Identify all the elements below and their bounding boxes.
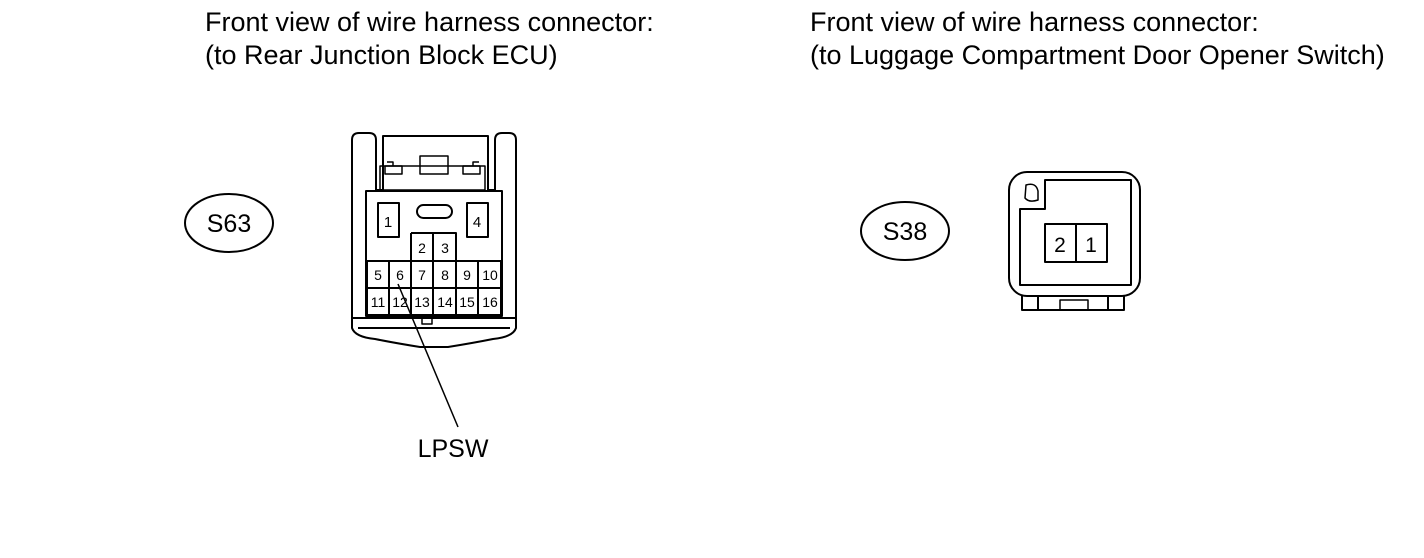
- lpsw-callout-label: LPSW: [418, 435, 489, 463]
- luggage-door-opener-connector: [1008, 171, 1141, 311]
- pin-4-label: 4: [473, 214, 481, 231]
- s38-code-label: S38: [883, 218, 927, 246]
- right-caption-line1: Front view of wire harness connector:: [810, 7, 1259, 37]
- pin-1-label-right: 1: [1085, 234, 1097, 257]
- pin-6-label: 6: [396, 267, 404, 283]
- pin-2-label: 2: [418, 240, 426, 256]
- left-caption-line1: Front view of wire harness connector:: [205, 7, 654, 37]
- lpsw-callout-line: [397, 283, 459, 428]
- left-connector-caption: Front view of wire harness connector: (t…: [205, 6, 654, 72]
- right-connector-caption: Front view of wire harness connector: (t…: [810, 6, 1385, 72]
- pin-10-label: 10: [482, 267, 498, 283]
- pin-7-label: 7: [418, 267, 426, 283]
- pin-11-label: 11: [371, 294, 386, 310]
- s63-code-oval: [184, 193, 274, 253]
- pin-2-label-right: 2: [1054, 234, 1066, 257]
- pin-16-label: 16: [482, 294, 498, 310]
- left-caption-line2: (to Rear Junction Block ECU): [205, 40, 558, 70]
- pin-1-label: 1: [384, 214, 392, 231]
- pin-5-label: 5: [374, 267, 382, 283]
- s63-code-label: S63: [207, 210, 251, 238]
- pin-9-label: 9: [463, 267, 471, 283]
- right-caption-line2: (to Luggage Compartment Door Opener Swit…: [810, 40, 1385, 70]
- pin-3-label: 3: [441, 240, 449, 256]
- pin-8-label: 8: [441, 267, 449, 283]
- pin-15-label: 15: [459, 294, 475, 310]
- s38-code-oval: [860, 201, 950, 261]
- rear-junction-block-connector: [351, 132, 517, 428]
- pin-14-label: 14: [437, 294, 453, 310]
- pin-13-label: 13: [414, 294, 430, 310]
- pin-12-label: 12: [392, 294, 408, 310]
